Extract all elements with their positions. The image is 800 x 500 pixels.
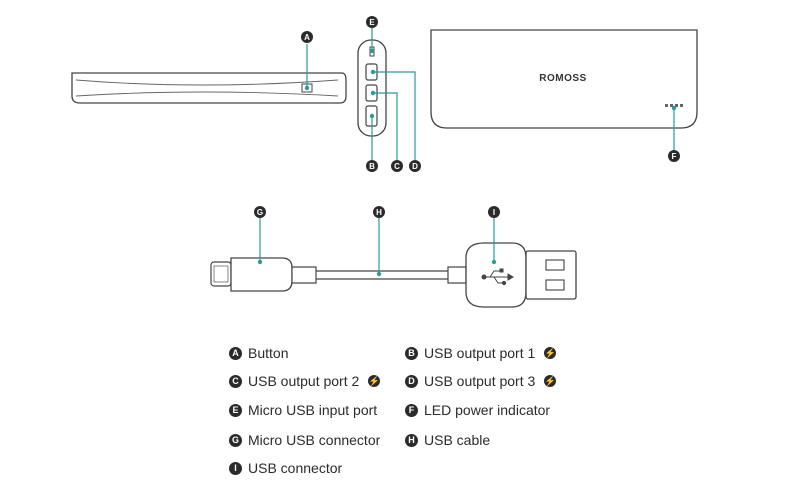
legend-item-e: E Micro USB input port [229, 402, 377, 418]
legend-label-f: LED power indicator [424, 402, 551, 418]
svg-text:A: A [304, 33, 310, 42]
svg-text:C: C [394, 162, 400, 171]
legend-item-f: F LED power indicator [405, 402, 550, 418]
callout-E: E [366, 16, 378, 28]
legend-item-a: A Button [229, 345, 288, 361]
callout-A: A [301, 31, 313, 43]
legend-label-i: USB connector [248, 460, 343, 476]
legend-badge-i: I [229, 461, 242, 475]
powerbank-side-view [71, 72, 347, 104]
usb-trident-icon [481, 268, 514, 286]
legend-badge-a: A [229, 346, 242, 360]
legend-badge-f: F [405, 403, 418, 417]
callout-I: I [488, 206, 500, 218]
usb-a-housing-shape [465, 242, 527, 308]
svg-text:E: E [369, 18, 375, 27]
legend-badge-d: D [405, 374, 418, 388]
legend-label-c: USB output port 2 [248, 373, 360, 389]
legend-label-a: Button [248, 345, 289, 361]
legend-badge-h: H [405, 433, 418, 447]
svg-text:H: H [376, 208, 382, 217]
legend-label-b: USB output port 1 [424, 345, 536, 361]
svg-text:G: G [257, 208, 263, 217]
lightning-bolt-icon: ⚡ [544, 347, 557, 359]
legend-label-h: USB cable [424, 432, 491, 448]
callout-F: F [668, 150, 680, 162]
legend-item-d: D USB output port 3 ⚡ [405, 373, 557, 389]
brand-logo-text: ROMOSS [539, 73, 586, 84]
usb-a-plug-shape [525, 250, 577, 300]
callout-G: G [254, 206, 266, 218]
legend-item-i: I USB connector [229, 460, 342, 476]
legend-label-d: USB output port 3 [424, 373, 536, 389]
powerbank-top-view: ROMOSS [430, 29, 698, 129]
led-indicator-shape [665, 104, 683, 107]
callout-C: C [391, 160, 403, 172]
callout-D: D [409, 160, 421, 172]
legend-label-g: Micro USB connector [248, 432, 381, 448]
legend-badge-b: B [405, 346, 418, 360]
legend-item-g: G Micro USB connector [229, 432, 380, 448]
lightning-bolt-icon: ⚡ [544, 375, 557, 387]
legend-item-b: B USB output port 1 ⚡ [405, 345, 557, 361]
svg-text:D: D [412, 162, 418, 171]
legend-label-e: Micro USB input port [248, 402, 378, 418]
legend-badge-g: G [229, 433, 242, 447]
callout-B: B [366, 160, 378, 172]
legend-item-c: C USB output port 2 ⚡ [229, 373, 381, 389]
svg-text:I: I [493, 208, 495, 217]
svg-text:B: B [369, 162, 375, 171]
legend-item-h: H USB cable [405, 432, 490, 448]
lightning-bolt-icon: ⚡ [368, 375, 381, 387]
svg-text:F: F [672, 152, 677, 161]
legend-badge-c: C [229, 374, 242, 388]
callout-H: H [373, 206, 385, 218]
usb-cable-diagram [210, 242, 577, 308]
legend-badge-e: E [229, 403, 242, 417]
